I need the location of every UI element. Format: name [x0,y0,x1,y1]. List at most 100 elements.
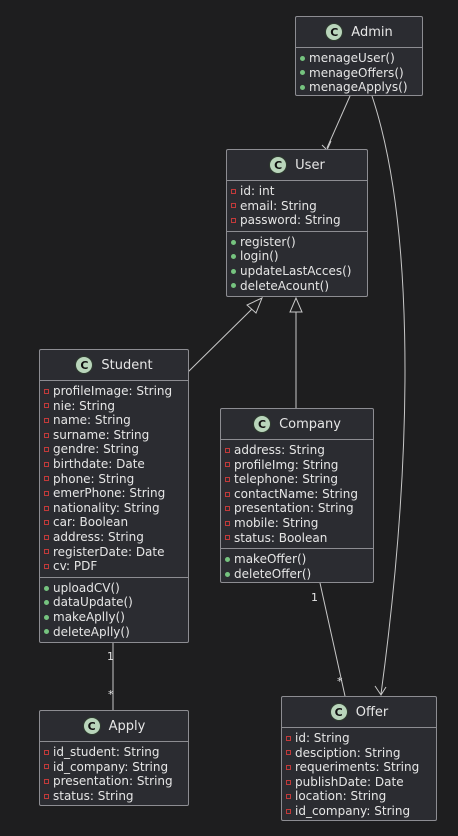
method-row: makeOffer() [225,552,373,567]
private-field-icon [225,476,230,482]
public-method-icon [231,268,236,274]
class-student-name: Student [101,357,153,373]
private-field-icon [286,794,291,800]
class-stereotype-icon: C [82,717,101,735]
class-apply-name: Apply [108,718,146,734]
private-field-icon [44,549,49,555]
private-field-icon [225,520,230,526]
method-label: makeOffer() [234,552,307,567]
company-offer-association [319,582,346,697]
attribute-row: publishDate: Date [286,775,436,790]
attribute-label: address: String [234,443,325,457]
class-offer-header: C Offer [282,697,436,728]
class-apply[interactable]: C Apply id_student: String id_company: S… [39,710,189,806]
attribute-row: profileImage: String [44,384,188,399]
attribute-row: id_company: String [44,760,188,775]
private-field-icon [44,461,49,467]
attribute-label: contactName: String [234,486,358,501]
attribute-row: birthdate: Date [44,457,188,472]
attribute-label: profileImage: String [53,384,173,398]
class-offer[interactable]: C Offer id: String desciption: String re… [281,696,437,821]
public-method-icon [225,556,230,562]
attribute-row: id_student: String [44,745,188,760]
private-field-icon [44,749,49,755]
attribute-label: presentation: String [234,501,354,516]
class-admin-header: C Admin [296,17,422,48]
attribute-label: name: String [53,413,131,428]
private-field-icon [44,520,49,526]
attribute-label: desciption: String [295,745,401,760]
admin-offer-arrowhead [374,685,387,696]
private-field-icon [44,764,49,770]
attribute-row: telephone: String [225,472,373,487]
attribute-row: address: String [44,530,188,545]
class-user-methods: register() login() updateLastAcces() del… [227,230,367,296]
method-label: menageApplys() [309,80,408,95]
class-student[interactable]: C Student profileImage: String nie: Stri… [39,349,189,643]
private-field-icon [286,750,291,756]
attribute-label: phone: String [53,471,135,486]
public-method-icon [225,571,230,577]
private-field-icon [44,432,49,438]
class-admin[interactable]: C Admin menageUser() menageOffers() mena… [295,16,423,96]
attribute-row: location: String [286,789,436,804]
method-label: makeAplly() [53,609,125,624]
class-student-attributes: profileImage: String nie: String name: S… [40,381,188,577]
method-label: login() [240,249,279,264]
attribute-label: telephone: String [234,472,339,487]
method-row: menageApplys() [300,80,422,95]
company-user-triangle [289,296,303,313]
admin-offer-association [371,95,406,695]
attribute-row: address: String [225,443,373,458]
public-method-icon [300,84,305,90]
class-stereotype-icon: C [269,156,288,174]
attribute-label: id: String [295,731,350,745]
class-offer-name: Offer [355,704,389,720]
attribute-label: emerPhone: String [53,486,166,501]
attribute-row: status: Boolean [225,531,373,546]
public-method-icon [300,55,305,61]
company-offer-multiplicity-source: 1 [311,591,318,604]
class-admin-methods: menageUser() menageOffers() menageApplys… [296,48,422,98]
attribute-row: name: String [44,413,188,428]
private-field-icon [286,779,291,785]
method-label: dataUpdate() [53,595,133,610]
private-field-icon [225,491,230,497]
class-stereotype-icon: C [329,703,348,721]
private-field-icon [44,476,49,482]
method-label: menageUser() [309,51,395,65]
class-student-header: C Student [40,350,188,381]
class-company[interactable]: C Company address: String profileImg: St… [220,408,374,583]
attribute-label: gendre: String [53,442,139,457]
method-label: register() [240,234,296,249]
attribute-row: registerDate: Date [44,545,188,560]
attribute-label: location: String [295,789,387,804]
attribute-label: status: Boolean [234,530,328,545]
attribute-label: cv: PDF [53,559,98,574]
attribute-row: presentation: String [44,774,188,789]
class-admin-name: Admin [351,24,393,40]
attribute-label: surname: String [53,427,150,442]
private-field-icon [225,462,230,468]
public-method-icon [231,239,236,245]
attribute-label: presentation: String [53,774,173,789]
private-field-icon [44,490,49,496]
private-field-icon [44,447,49,453]
class-user[interactable]: C User id: int email: String password: S… [226,149,368,297]
class-user-attributes: id: int email: String password: String [227,181,367,231]
attribute-label: password: String [240,213,341,228]
class-student-methods: uploadCV() dataUpdate() makeAplly() dele… [40,576,188,642]
private-field-icon [225,506,230,512]
class-apply-attributes: id_student: String id_company: String pr… [40,742,188,806]
attribute-row: gendre: String [44,442,188,457]
class-company-header: C Company [221,409,373,440]
public-method-icon [231,283,236,289]
method-row: uploadCV() [44,581,188,596]
attribute-label: email: String [240,198,317,213]
attribute-label: nationality: String [53,500,160,515]
method-row: menageOffers() [300,66,422,81]
private-field-icon [44,778,49,784]
student-user-triangle [246,297,263,314]
public-method-icon [44,585,49,591]
